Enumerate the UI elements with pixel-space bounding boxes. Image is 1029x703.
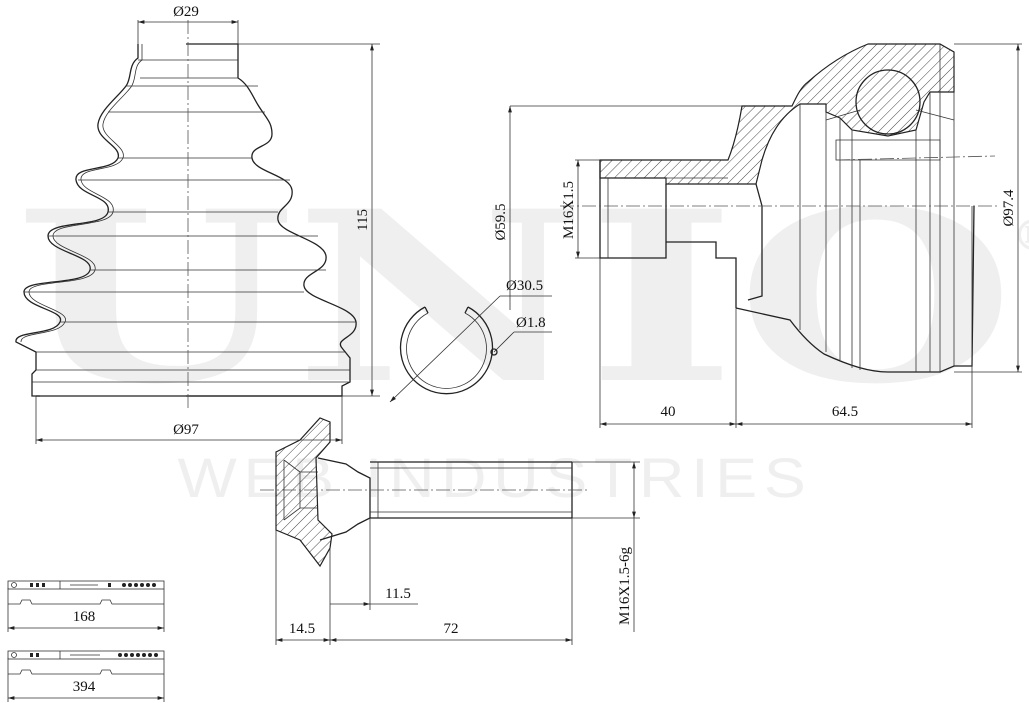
cv-joint-drawing: Ø59.5 M16X1.5 Ø97.4 40 64.5 <box>493 43 1022 428</box>
clamp-2-drawing: 394 <box>7 650 165 702</box>
ring-wire-label: Ø1.8 <box>516 315 546 331</box>
joint-thread-label: M16X1.5 <box>561 181 577 239</box>
boot-left-profile <box>15 44 139 397</box>
joint-stub-length-label: 40 <box>661 404 676 420</box>
joint-outer-diameter-label: Ø97.4 <box>1001 189 1017 227</box>
joint-bore-diameter-label: Ø59.5 <box>493 203 509 240</box>
clamp-1-drawing: 168 <box>7 580 165 632</box>
joint-ball <box>855 69 921 135</box>
bolt-head-section <box>275 417 333 568</box>
snap-ring-drawing: Ø30.5 Ø1.8 <box>389 278 552 403</box>
bolt-neck-length-label: 11.5 <box>385 586 411 602</box>
boot-drawing: Ø29 115 Ø97 <box>15 4 380 444</box>
clamp-2-length-label: 394 <box>73 679 96 695</box>
joint-body-length-label: 64.5 <box>832 404 858 420</box>
bolt-thread-label: M16X1.5-6g <box>617 547 633 625</box>
watermark-brand: UNIO <box>15 160 1015 436</box>
ring-diameter-label: Ø30.5 <box>506 278 543 294</box>
watermark-subtitle: WEB INDUSTRIES <box>178 446 813 509</box>
clamp-1-length-label: 168 <box>73 609 96 625</box>
boot-large-diameter-label: Ø97 <box>173 422 199 438</box>
bolt-drawing: M16X1.5-6g 11.5 14.5 72 <box>260 417 640 645</box>
boot-length-label: 115 <box>355 209 371 231</box>
bolt-head-length-label: 14.5 <box>289 621 315 637</box>
boot-small-diameter-label: Ø29 <box>173 4 199 20</box>
bolt-shank-length-label: 72 <box>444 621 459 637</box>
boot-right-profile <box>186 43 357 397</box>
